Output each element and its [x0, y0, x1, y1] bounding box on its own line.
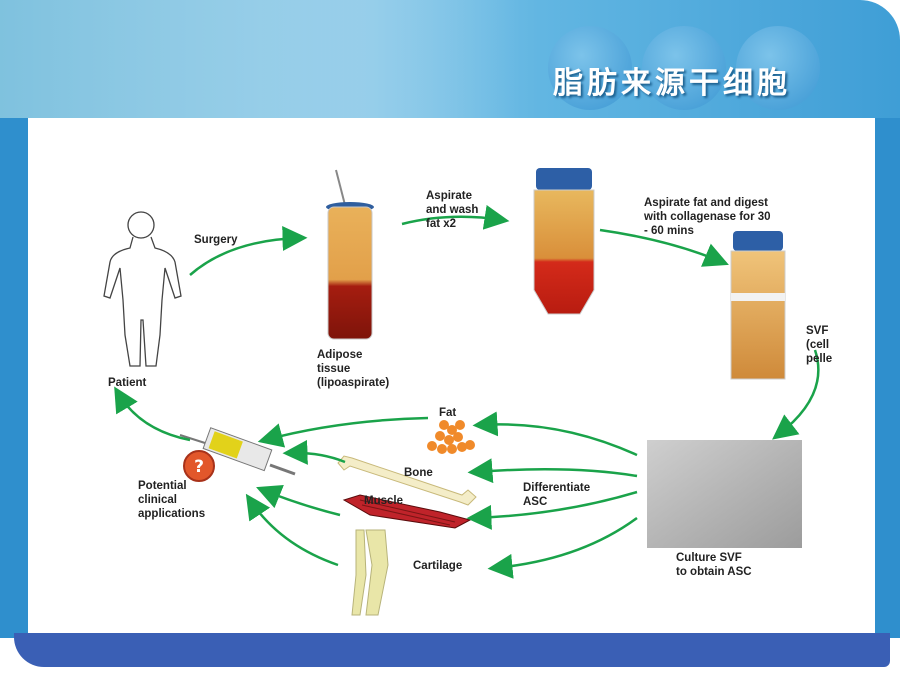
- label-fat: Fat: [439, 407, 457, 419]
- label-patient: Patient: [108, 377, 147, 389]
- label-surgery: Surgery: [194, 234, 238, 246]
- arrow-fat: [472, 411, 638, 457]
- arrow-surgery: [189, 226, 308, 276]
- muscle-shape: [342, 494, 472, 529]
- lipoaspirate-bag: [326, 169, 374, 340]
- label-muscle: Muscle: [364, 495, 403, 507]
- arrow-bone-clinical: [282, 439, 346, 465]
- title-circle: [548, 26, 632, 110]
- label-culture: Culture SVF to obtain ASC: [676, 552, 752, 578]
- question-icon: ?: [183, 450, 215, 482]
- label-aspirate-digest: Aspirate fat and digest with collagenase…: [644, 197, 771, 237]
- title-circle: [642, 26, 726, 110]
- flow-arrows: [114, 204, 820, 579]
- knee-cartilage: [351, 529, 389, 616]
- wash-tube: [533, 168, 595, 315]
- arrow-muscle: [466, 490, 638, 530]
- arrow-cartilage-clinical: [245, 493, 339, 567]
- right-border: [875, 118, 900, 638]
- arrow-cartilage: [487, 516, 638, 579]
- label-svf: SVF (cell pelle: [806, 325, 833, 365]
- title-circle: [736, 26, 820, 110]
- left-border: [0, 118, 28, 638]
- label-differentiate: Differentiate ASC: [523, 482, 591, 508]
- surgery-photo: [0, 0, 520, 118]
- cell-culture-image: [647, 440, 802, 548]
- slide-title: 脂肪来源干细胞: [553, 66, 791, 101]
- arrow-svf-culture: [772, 349, 820, 440]
- digest-tube: [730, 231, 786, 380]
- label-clinical: Potential clinical applications: [138, 480, 206, 520]
- arrow-bone: [467, 458, 638, 484]
- syringe-shape: [179, 427, 296, 476]
- arrow-clinical-patient: [114, 386, 191, 442]
- label-bone: Bone: [404, 467, 433, 479]
- svg-text:?: ?: [194, 457, 204, 477]
- fat-cells: [427, 420, 475, 454]
- patient-figure: [103, 211, 182, 367]
- arrow-fat-clinical: [257, 416, 429, 448]
- label-adipose: Adipose tissue (lipoaspirate): [317, 349, 390, 389]
- header-banner: 脂肪来源干细胞: [0, 0, 900, 118]
- label-cartilage: Cartilage: [413, 560, 463, 572]
- arrow-digest: [599, 228, 729, 267]
- label-aspirate-wash: Aspirate and wash fat x2: [426, 190, 479, 230]
- arrow-aspirate-wash: [401, 204, 510, 230]
- arrow-muscle-clinical: [256, 484, 341, 517]
- footer-bar: [14, 633, 890, 667]
